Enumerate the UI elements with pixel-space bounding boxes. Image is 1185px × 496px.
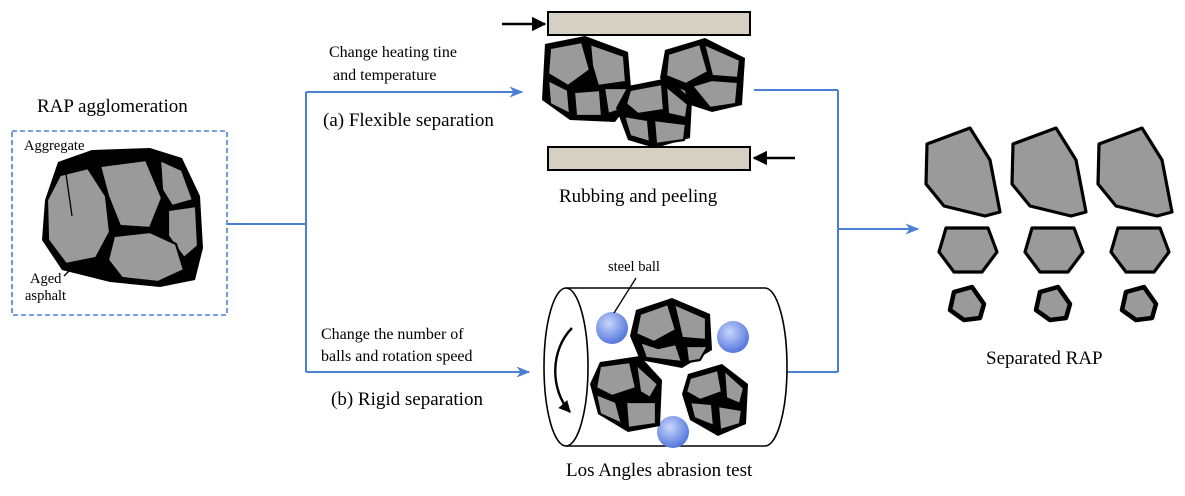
drum-particle-left xyxy=(590,356,662,432)
flexible-condition-line1: Change heating tine xyxy=(329,44,457,61)
lower-plate xyxy=(547,146,751,171)
rap-agglomerate xyxy=(42,148,203,287)
steel-ball-leader-line xyxy=(613,277,637,314)
steel-ball-label: steel ball xyxy=(608,259,660,275)
rigid-condition-line1: Change the number of xyxy=(321,326,464,343)
rubbing-particle-center xyxy=(616,78,692,148)
rubbing-particle-left xyxy=(542,36,632,122)
abrasion-drum xyxy=(543,287,788,448)
large-aggregate xyxy=(1096,126,1174,218)
rigid-method-label: (b) Rigid separation xyxy=(331,389,483,410)
flexible-caption: Rubbing and peeling xyxy=(559,186,718,207)
steel-ball xyxy=(596,312,628,344)
upper-plate xyxy=(547,11,751,36)
rubbing-apparatus xyxy=(502,11,795,171)
agglomeration-title: RAP agglomeration xyxy=(37,96,188,117)
steel-ball xyxy=(717,321,749,353)
flexible-method-label: (a) Flexible separation xyxy=(323,110,494,131)
drum-particle-top xyxy=(630,298,712,368)
separated-rap xyxy=(924,126,1174,323)
flexible-condition-line2: and temperature xyxy=(333,67,437,84)
large-aggregate xyxy=(924,126,1002,218)
asphalt-label: asphalt xyxy=(25,288,66,304)
medium-aggregate xyxy=(937,226,999,274)
rigid-condition-line2: balls and rotation speed xyxy=(321,348,473,365)
asphalt-leader-line xyxy=(63,261,79,277)
drum-particle-right xyxy=(682,364,748,436)
aggregate-label: Aggregate xyxy=(24,138,84,154)
small-aggregate xyxy=(947,284,987,323)
flow-lines xyxy=(227,86,920,378)
rigid-caption: Los Angles abrasion test xyxy=(566,460,753,481)
steel-ball xyxy=(657,416,689,448)
drum-front-face xyxy=(543,287,589,447)
small-aggregate xyxy=(1119,284,1159,323)
large-aggregate xyxy=(1010,126,1088,218)
medium-aggregate xyxy=(1023,226,1085,274)
aggregate-leader-line xyxy=(63,159,73,217)
aged-label: Aged xyxy=(30,271,62,287)
small-aggregate xyxy=(1033,284,1073,323)
medium-aggregate xyxy=(1109,226,1171,274)
result-caption: Separated RAP xyxy=(986,348,1103,369)
rotation-arrow xyxy=(554,327,573,413)
